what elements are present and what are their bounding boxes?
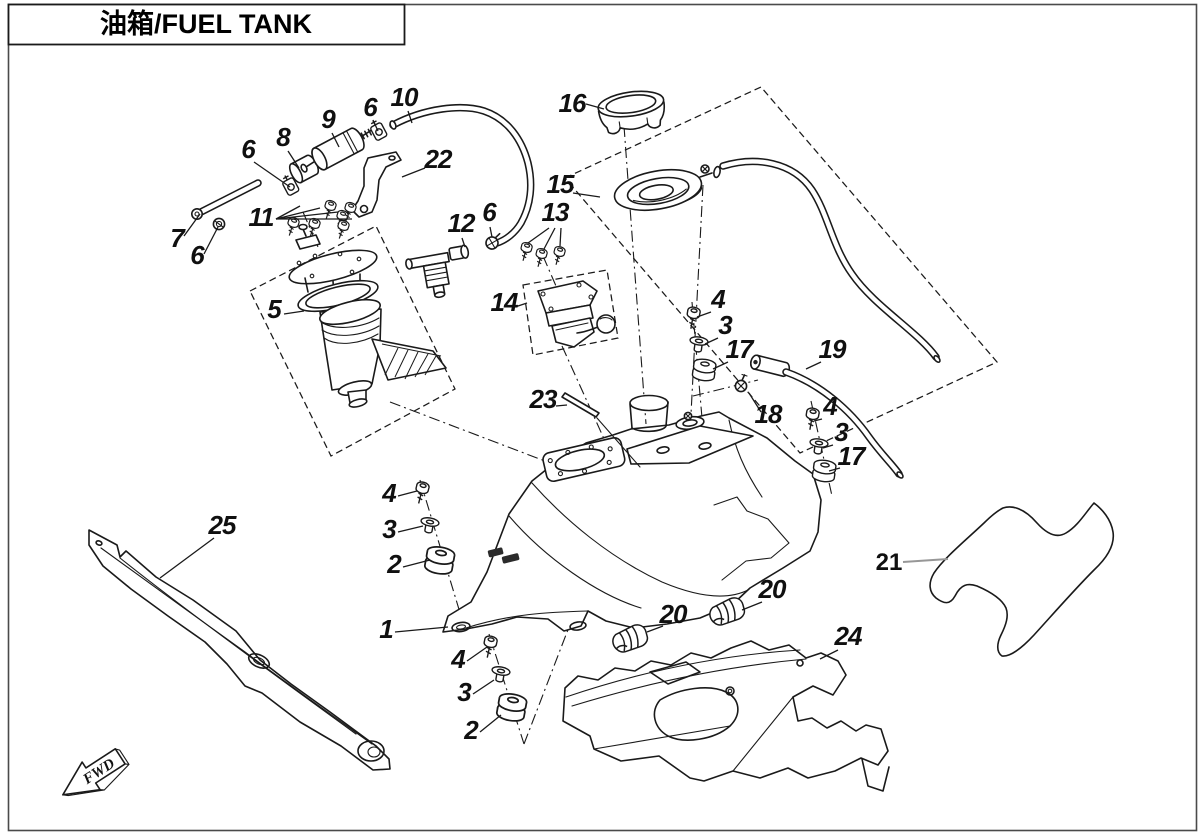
callout-21: 21: [876, 549, 903, 576]
title-block: 油箱/FUEL TANK: [7, 3, 406, 46]
part-fuel-line-assembly: [191, 103, 535, 299]
part-22-bracket: [351, 151, 402, 218]
part-12-injector: [405, 244, 470, 299]
dashed-boxes: [249, 86, 999, 457]
sensor-dashed-box: [522, 269, 619, 356]
callout-4-a: 4: [710, 284, 726, 314]
callout-6-d: 6: [482, 197, 497, 227]
callout-11: 11: [249, 202, 275, 232]
callout-15: 15: [547, 169, 575, 199]
part-17-grommet-a: [691, 357, 718, 383]
callout-1: 1: [379, 614, 393, 644]
part-vent-hose: [719, 157, 941, 364]
callout-17-a: 17: [726, 334, 755, 364]
callout-25: 25: [208, 510, 237, 540]
callout-13: 13: [542, 197, 570, 227]
part-21-rubber-pad: [929, 502, 1115, 657]
part-25-side-guard: [88, 529, 391, 771]
callout-9: 9: [321, 104, 336, 134]
part-5-fuel-pump-assembly: [283, 198, 447, 408]
callout-6-c: 6: [190, 240, 205, 270]
part-19-drain-hose: [749, 354, 904, 479]
callout-24: 24: [834, 621, 863, 651]
part-9-fuel-filter: [300, 127, 374, 173]
callout-6-b: 6: [363, 92, 378, 122]
filler-dashed-box: [563, 86, 999, 454]
callout-12: 12: [448, 208, 476, 238]
callout-22: 22: [424, 144, 453, 174]
callout-2-b: 2: [463, 715, 479, 745]
pump-dashed-box: [249, 225, 456, 457]
callout-labels: 16 6 8 9 6 10 22 7 6 11 12 6 15 13 5 14 …: [170, 82, 902, 745]
callout-4-c: 4: [381, 478, 397, 508]
part-2-grommet-b: [494, 691, 529, 724]
callout-20-a: 20: [659, 599, 688, 629]
callout-19: 19: [819, 334, 847, 364]
leader-lines: [159, 103, 949, 733]
callout-17-b: 17: [838, 441, 867, 471]
callout-20-b: 20: [758, 574, 787, 604]
part-6-clamp-d: [485, 232, 501, 250]
part-24-bottom-guard: [562, 640, 890, 792]
callout-16: 16: [559, 88, 587, 118]
part-1-fuel-tank: [442, 392, 822, 633]
callout-8: 8: [276, 122, 291, 152]
part-17-grommet-b: [811, 458, 838, 484]
callout-18: 18: [755, 399, 783, 429]
callout-14: 14: [491, 287, 519, 317]
part-16-fuel-cap: [597, 90, 666, 135]
callout-3-b: 3: [834, 417, 849, 447]
callout-6-a: 6: [241, 134, 256, 164]
title-box: [7, 3, 406, 46]
callout-4-b: 4: [822, 391, 838, 421]
callout-7: 7: [170, 223, 186, 253]
callout-5: 5: [267, 294, 282, 324]
part-15-filler-neck-ring: [613, 164, 721, 212]
callout-10: 10: [391, 82, 419, 112]
part-14-fuel-sensor: [517, 240, 616, 348]
part-6-nut: [212, 217, 226, 231]
part-18-clip: [734, 373, 748, 393]
callout-3-d: 3: [457, 677, 472, 707]
callout-3-a: 3: [718, 310, 733, 340]
part-23-strip: [561, 392, 641, 468]
callout-4-d: 4: [450, 644, 466, 674]
callout-23: 23: [529, 384, 558, 414]
callout-2-a: 2: [386, 549, 402, 579]
page-title: 油箱/FUEL TANK: [100, 8, 312, 39]
callout-3-c: 3: [382, 514, 397, 544]
